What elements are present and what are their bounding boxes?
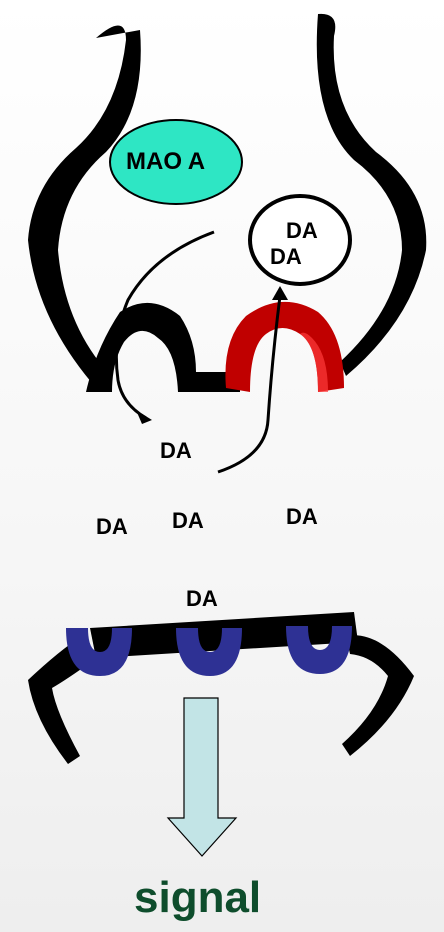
vesicle-label-top: DA	[286, 218, 318, 243]
cleft-da-label-3: DA	[172, 508, 204, 533]
reuptake-arrowhead	[136, 410, 152, 424]
presynaptic-membrane-right	[316, 13, 427, 376]
reuptake-arrow	[114, 230, 215, 420]
presynaptic-membrane-left	[28, 25, 141, 391]
signal-label: signal	[134, 873, 262, 922]
vesicle	[248, 194, 352, 286]
receptor-1	[66, 628, 132, 676]
receptor-2	[176, 628, 242, 676]
vesicle-label-bottom: DA	[270, 244, 302, 269]
transport-arrowhead	[272, 286, 288, 300]
cleft-da-label-4: DA	[286, 504, 318, 529]
signal-arrow	[166, 697, 238, 857]
postsynaptic-membrane-right	[342, 635, 414, 756]
transport-arrow	[217, 295, 282, 474]
postsynaptic-membrane-left	[28, 636, 94, 764]
presynaptic-membrane-bottom	[86, 302, 240, 392]
cleft-da-label-1: DA	[160, 438, 192, 463]
receptor-da-label: DA	[186, 586, 218, 611]
receptor-3	[286, 626, 352, 674]
mao-a-enzyme	[109, 119, 243, 205]
transporter-highlight	[300, 332, 328, 392]
dopamine-transporter	[225, 301, 344, 392]
cleft-da-label-2: DA	[96, 514, 128, 539]
mao-a-label: MAO A	[126, 148, 206, 175]
